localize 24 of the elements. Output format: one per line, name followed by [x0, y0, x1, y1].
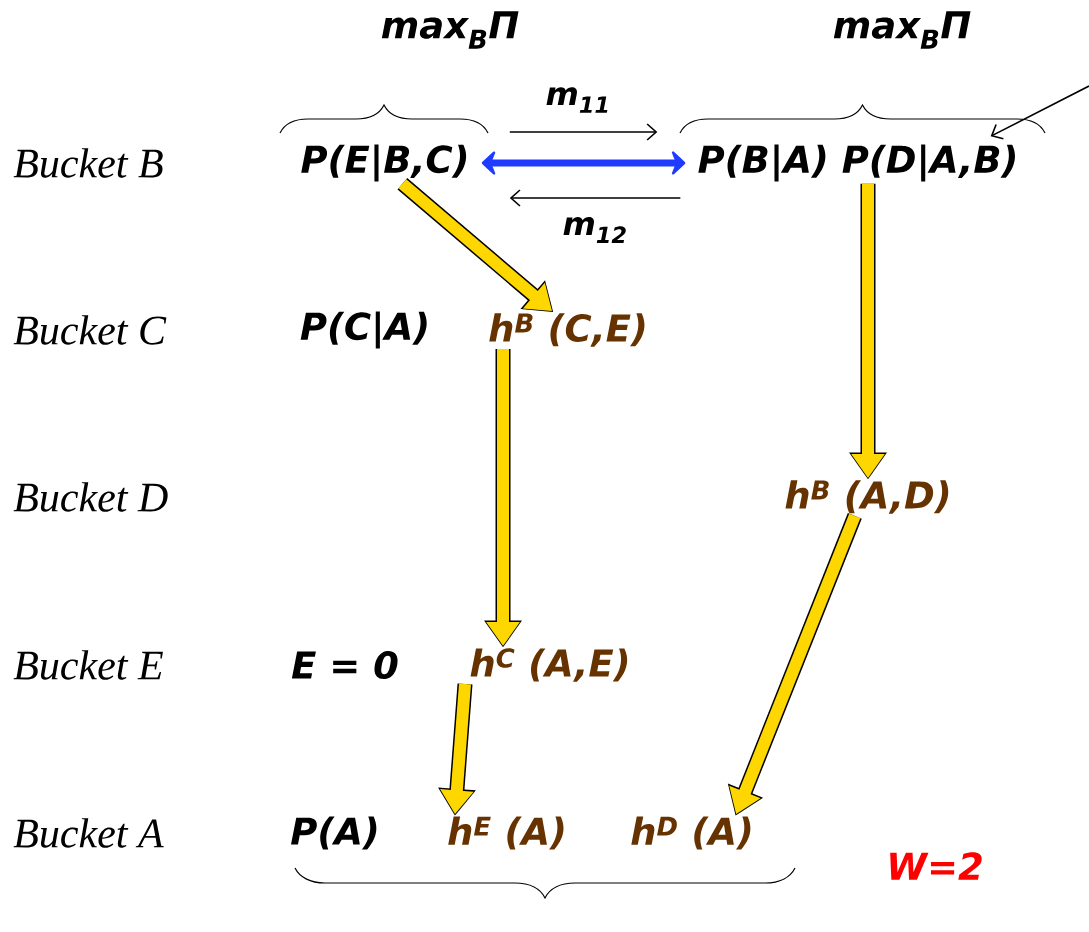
- edge-label: m$_{11}$: [546, 87, 608, 113]
- arrow: [509, 189, 682, 207]
- formula-text: h$^{C}$ (A,E): [470, 648, 628, 682]
- formula-text: E = 0: [291, 651, 398, 679]
- edge-label: m$_{12}$: [563, 217, 626, 243]
- formula-text: h$^{B}$ (A,D): [785, 480, 949, 514]
- row-label: Bucket C: [13, 315, 167, 345]
- row-label: Bucket E: [13, 650, 163, 680]
- row-label: Bucket A: [13, 818, 164, 848]
- formula-text: P(A): [291, 816, 377, 850]
- arrow: [990, 85, 1089, 140]
- formula-text: P(C|A): [300, 311, 427, 349]
- formula-text: P(E|B,C): [301, 144, 467, 182]
- formula-text: h$^{E}$ (A): [448, 816, 564, 850]
- arrow: [508, 123, 658, 141]
- formula-text: h$^{D}$ (A): [631, 816, 751, 850]
- width-label: W=2: [890, 852, 982, 880]
- max-product-label: max$_{B}$Π: [833, 11, 971, 49]
- row-label: Bucket D: [13, 482, 168, 512]
- row-label: Bucket B: [13, 148, 163, 178]
- formula-text: h$^{B}$ (C,E): [489, 313, 645, 347]
- max-product-label: max$_{B}$Π: [381, 11, 519, 49]
- arrow: [481, 151, 686, 175]
- formula-text: P(B|A) P(D|A,B): [698, 144, 1015, 182]
